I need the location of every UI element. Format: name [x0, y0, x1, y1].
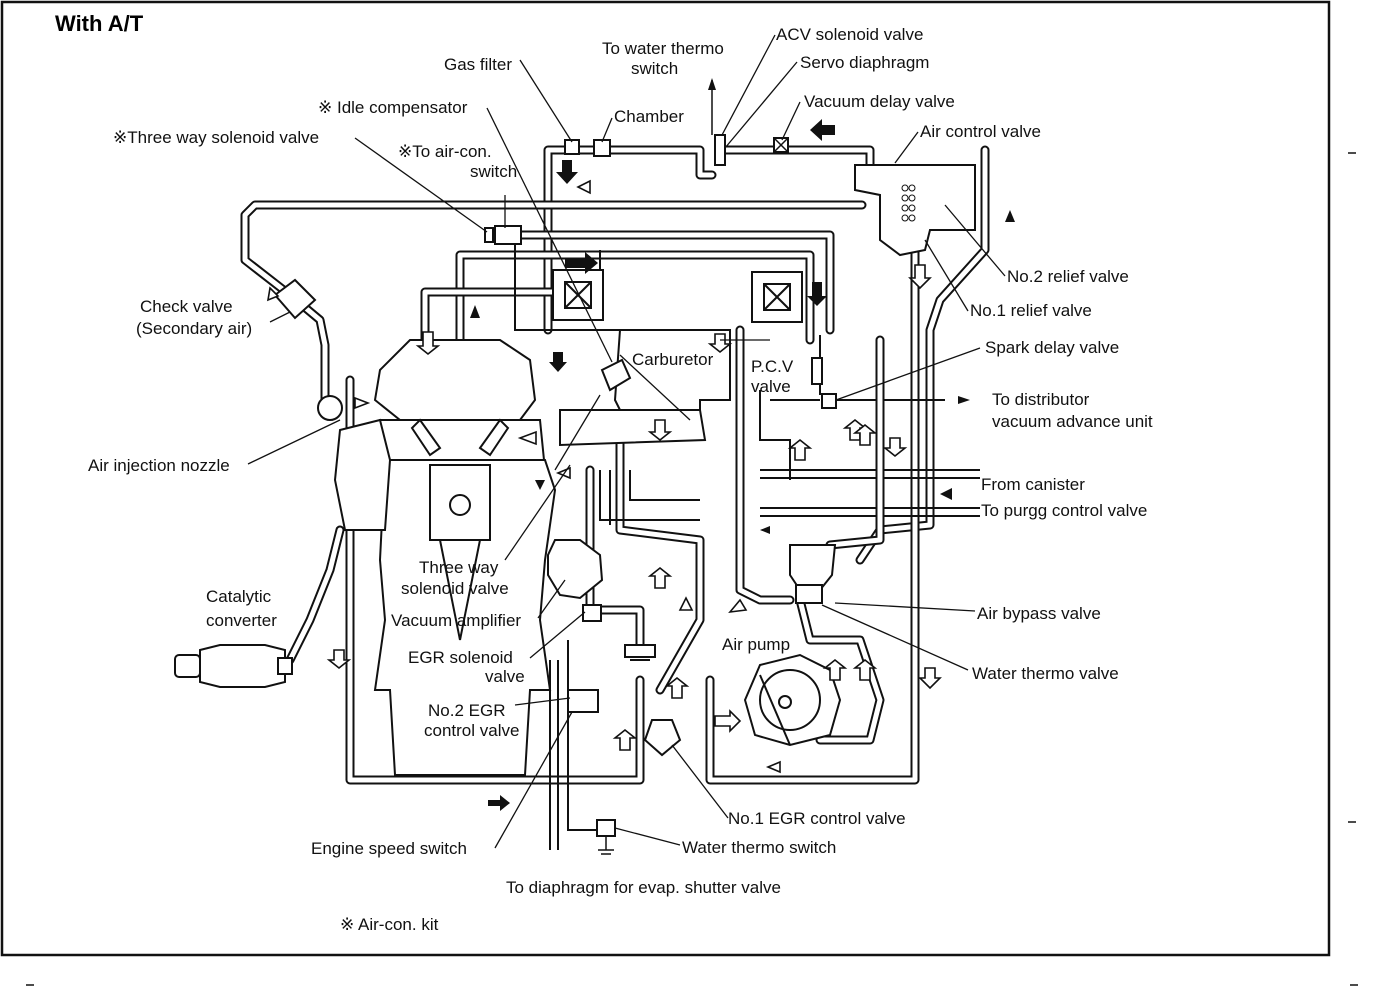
- gas-filter-part: [564, 139, 580, 155]
- label-pcv-valve-line2: valve: [751, 377, 791, 396]
- label-from-canister: From canister: [981, 475, 1085, 494]
- air-control-valve: [854, 164, 976, 257]
- pcv-valve-part: [811, 357, 823, 385]
- label-air-pump: Air pump: [722, 635, 790, 654]
- label-no2-egr-control-valve-line2: control valve: [424, 721, 519, 740]
- label-engine-speed-switch: Engine speed switch: [311, 839, 467, 858]
- label-to-distributor-line2: vacuum advance unit: [992, 412, 1153, 431]
- chamber-part: [593, 139, 611, 157]
- carburetor: [559, 329, 731, 447]
- label-to-purge-control-valve: To purgg control valve: [981, 501, 1147, 520]
- label-servo-diaphragm: Servo diaphragm: [800, 53, 929, 72]
- label-catalytic-converter-line1: Catalytic: [206, 587, 272, 606]
- label-air-injection-nozzle: Air injection nozzle: [88, 456, 230, 475]
- label-catalytic-converter-line2: converter: [206, 611, 277, 630]
- label-egr-solenoid-valve-line1: EGR solenoid: [408, 648, 513, 667]
- label-three-way-solenoid-valve-line1: Three way: [419, 558, 499, 577]
- filter-box-right: [751, 271, 803, 323]
- water-thermo-switch-part: [596, 819, 616, 855]
- label-spark-delay-valve: Spark delay valve: [985, 338, 1119, 357]
- label-gas-filter: Gas filter: [444, 55, 512, 74]
- label-vacuum-delay-valve: Vacuum delay valve: [804, 92, 955, 111]
- hose-network: [240, 145, 990, 850]
- label-air-bypass-valve: Air bypass valve: [977, 604, 1101, 623]
- label-check-valve-line2: (Secondary air): [136, 319, 252, 338]
- label-to-water-thermo-switch-line1: To water thermo: [602, 39, 724, 58]
- three-way-solenoid-top-part: [484, 225, 522, 245]
- label-water-thermo-valve: Water thermo valve: [972, 664, 1119, 683]
- label-chamber: Chamber: [614, 107, 684, 126]
- label-idle-compensator: ※ Idle compensator: [318, 98, 468, 117]
- label-egr-solenoid-valve-line2: valve: [485, 667, 525, 686]
- check-valve: [273, 278, 343, 421]
- air-pump-part: [743, 653, 842, 747]
- label-acv-solenoid-valve: ACV solenoid valve: [776, 25, 923, 44]
- label-to-air-con-switch-line1: ※To air-con.: [398, 142, 492, 161]
- catalytic-converter: [174, 644, 293, 688]
- acv-solenoid-part: [708, 78, 726, 166]
- label-to-diaphragm: To diaphragm for evap. shutter valve: [506, 878, 781, 897]
- no1-egr-control-valve-part: [624, 644, 682, 757]
- label-to-distributor-line1: To distributor: [992, 390, 1090, 409]
- label-pcv-valve-line1: P.C.V: [751, 357, 794, 376]
- label-no2-relief-valve: No.2 relief valve: [1007, 267, 1129, 286]
- label-to-water-thermo-switch-line2: switch: [631, 59, 678, 78]
- label-no2-egr-control-valve-line1: No.2 EGR: [428, 701, 505, 720]
- labels: Gas filter To water thermo switch ACV so…: [88, 25, 1153, 934]
- label-vacuum-amplifier: Vacuum amplifier: [391, 611, 521, 630]
- diagram-title: With A/T: [55, 11, 144, 36]
- label-three-way-solenoid-valve-top: ※Three way solenoid valve: [113, 128, 319, 147]
- label-no1-egr-control-valve: No.1 EGR control valve: [728, 809, 906, 828]
- label-check-valve-line1: Check valve: [140, 297, 233, 316]
- label-to-air-con-switch-line2: switch: [470, 162, 517, 181]
- leader-lines: [247, 34, 1006, 849]
- label-three-way-solenoid-valve-line2: solenoid valve: [401, 579, 509, 598]
- spark-delay-valve-part: [821, 393, 837, 409]
- label-air-con-kit: ※ Air-con. kit: [340, 915, 439, 934]
- vacuum-amplifier-part: [547, 539, 604, 622]
- flow-arrows: [266, 119, 1015, 811]
- label-water-thermo-switch: Water thermo switch: [682, 838, 836, 857]
- no2-egr-control-valve-part: [567, 689, 599, 713]
- filter-box-left: [552, 269, 604, 321]
- label-air-control-valve: Air control valve: [920, 122, 1041, 141]
- vacuum-delay-part: [773, 137, 789, 153]
- page-border: [0, 0, 1331, 957]
- engine-block: [333, 339, 557, 776]
- margin-ticks: [26, 152, 1358, 986]
- air-bypass-valve-part: [789, 544, 837, 604]
- label-no1-relief-valve: No.1 relief valve: [970, 301, 1092, 320]
- label-carburetor: Carburetor: [632, 350, 714, 369]
